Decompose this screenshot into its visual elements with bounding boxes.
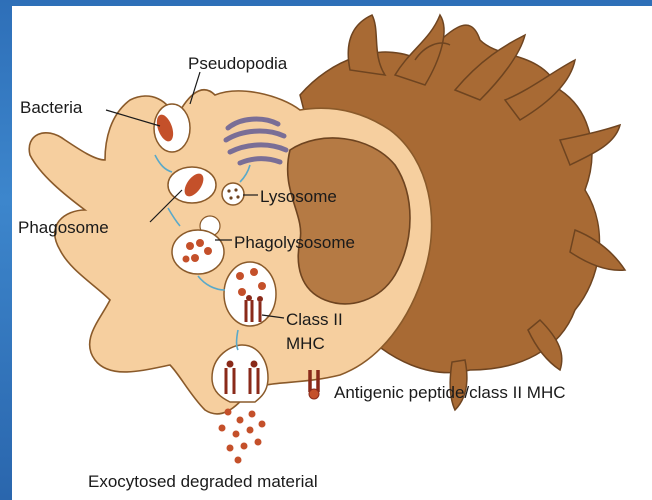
- exocytosed-particles: [219, 409, 266, 464]
- label-mhc: MHC: [286, 334, 325, 353]
- bacterium-engulfed: [154, 104, 190, 152]
- label-pseudopodia: Pseudopodia: [188, 54, 288, 73]
- label-class-ii: Class II: [286, 310, 343, 329]
- label-lysosome: Lysosome: [260, 187, 337, 206]
- label-phagolysosome: Phagolysosome: [234, 233, 355, 252]
- label-phagosome: Phagosome: [18, 218, 109, 237]
- nucleus: [288, 138, 410, 304]
- label-antigenic-peptide: Antigenic peptide/class II MHC: [334, 383, 566, 402]
- label-bacteria: Bacteria: [20, 98, 83, 117]
- lysosome: [222, 183, 244, 205]
- label-exocytosed: Exocytosed degraded material: [88, 472, 318, 491]
